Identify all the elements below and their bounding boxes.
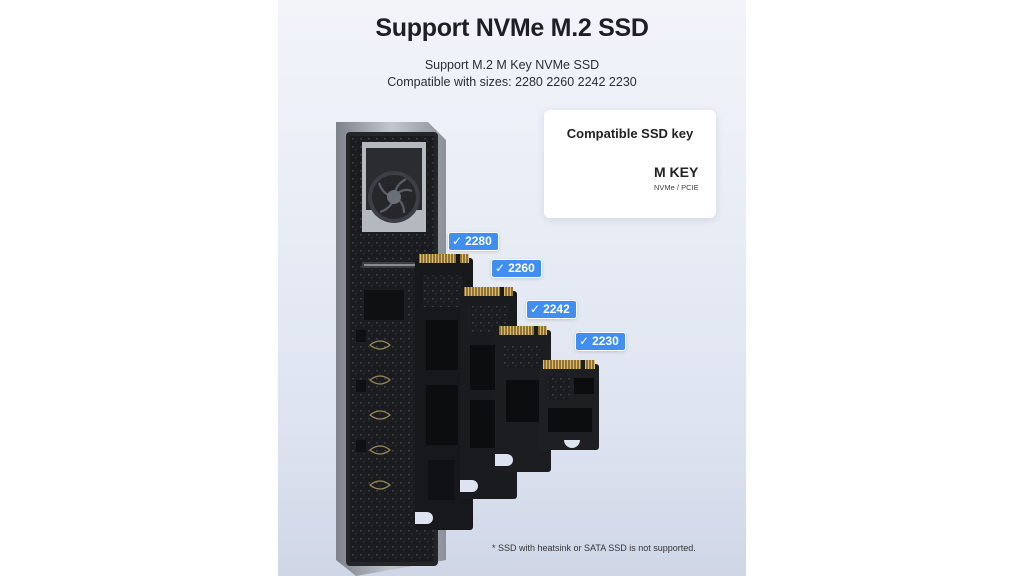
footnote: * SSD with heatsink or SATA SSD is not s… [492, 543, 696, 553]
check-icon: ✓ [579, 334, 590, 348]
key-name: M KEY [654, 164, 699, 180]
subtitle-line-1: Support M.2 M Key NVMe SSD [424, 58, 600, 72]
ssd-2280 [415, 254, 473, 530]
size-badge-2260: ✓ 2260 [491, 259, 542, 278]
subtitle-line-2: Compatible with sizes: 2280 2260 2242 22… [387, 75, 637, 89]
size-badge-2280: ✓ 2280 [448, 232, 499, 251]
size-badge-2242: ✓ 2242 [526, 300, 577, 319]
size-label: 2242 [543, 302, 570, 316]
enclosure-illustration [336, 122, 650, 576]
check-icon: ✓ [452, 234, 463, 248]
size-label: 2280 [465, 234, 492, 248]
key-card-title: Compatible SSD key [566, 126, 694, 141]
size-label: 2260 [508, 261, 535, 275]
size-label: 2230 [592, 334, 619, 348]
product-panel: Support NVMe M.2 SSD Support M.2 M Key N… [278, 0, 746, 576]
ssd-2230 [539, 360, 599, 450]
ssd-2242 [495, 326, 551, 472]
check-icon: ✓ [530, 302, 541, 316]
fan-icon [362, 142, 426, 232]
size-badge-2230: ✓ 2230 [575, 332, 626, 351]
page-title: Support NVMe M.2 SSD [375, 14, 649, 42]
key-type: NVMe / PCIE [654, 183, 699, 192]
check-icon: ✓ [495, 261, 506, 275]
compatible-key-card: Compatible SSD key M KEY NVMe / PCIE [544, 110, 716, 218]
